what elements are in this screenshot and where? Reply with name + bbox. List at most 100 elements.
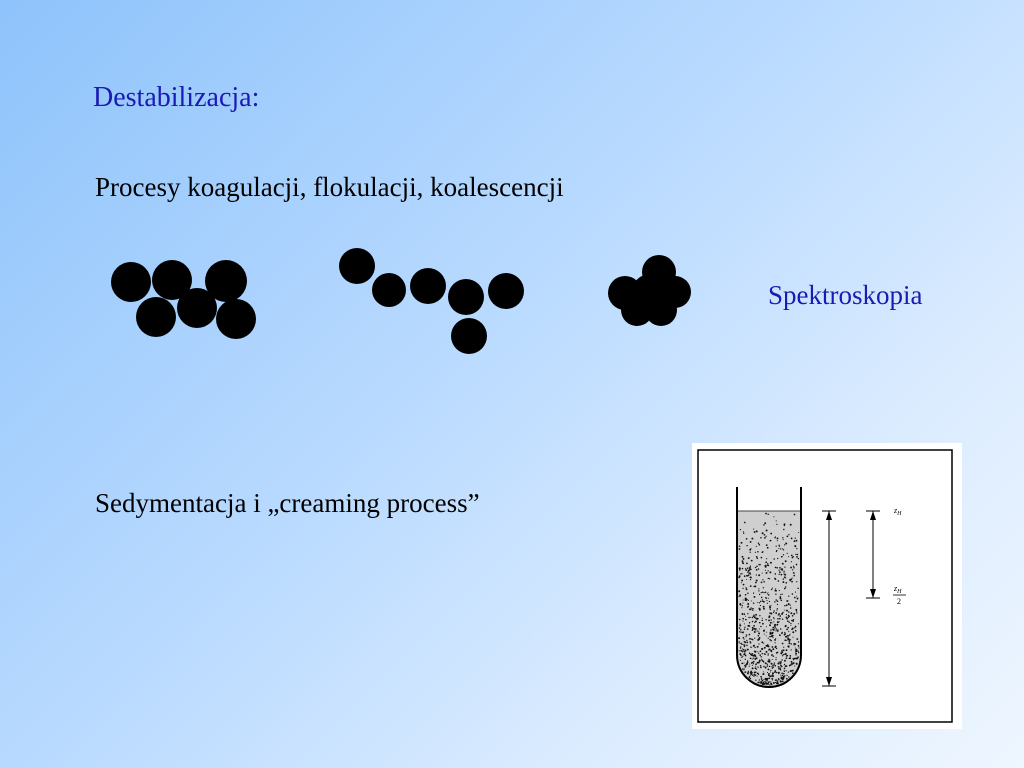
sediment-dot — [749, 677, 752, 680]
sediment-dot — [767, 564, 770, 567]
sediment-dot — [772, 664, 774, 667]
sediment-dot — [761, 652, 764, 655]
sediment-dot — [769, 675, 772, 678]
sediment-dot — [743, 645, 746, 648]
sediment-dot — [776, 623, 779, 626]
sediment-dot — [747, 602, 749, 604]
sediment-dot — [749, 551, 751, 553]
sediment-dot — [754, 585, 757, 588]
sediment-dot — [777, 614, 779, 616]
sediment-dot — [738, 637, 741, 640]
sediment-dot — [790, 663, 792, 665]
sediment-dot — [764, 537, 766, 539]
sediment-dot — [764, 569, 766, 571]
sediment-dot — [750, 573, 752, 576]
sediment-dot — [755, 657, 757, 659]
sediment-dot — [781, 568, 783, 570]
sediment-dot — [762, 605, 765, 608]
sediment-dot — [773, 627, 775, 629]
sediment-dot — [795, 654, 797, 656]
sediment-dot — [743, 664, 746, 666]
sediment-dot — [790, 649, 792, 651]
slide-title: Destabilizacja: — [93, 82, 260, 113]
sediment-dot — [772, 666, 774, 668]
sediment-dot — [777, 662, 780, 665]
sediment-dot — [782, 554, 785, 556]
sediment-dot — [772, 628, 775, 631]
sediment-dot — [789, 633, 791, 635]
sediment-dot — [792, 620, 794, 622]
sediment-particles — [738, 512, 800, 686]
sediment-dot — [753, 528, 755, 530]
sediment-dot — [797, 623, 799, 625]
sediment-dot — [792, 669, 794, 672]
sediment-dot — [763, 678, 765, 681]
sediment-dot — [743, 649, 744, 651]
sediment-dot — [759, 650, 762, 653]
sediment-dot — [792, 631, 795, 634]
sediment-dot — [742, 620, 744, 622]
sediment-dot — [763, 607, 765, 610]
sediment-dot — [764, 666, 767, 669]
sediment-dot — [781, 659, 783, 661]
sediment-dot — [780, 548, 782, 550]
sediment-dot — [763, 642, 765, 644]
sediment-dot — [754, 620, 757, 623]
sediment-dot — [754, 551, 756, 553]
sediment-dot — [770, 629, 772, 631]
sediment-dot — [794, 591, 797, 593]
sediment-dot — [747, 613, 749, 615]
sediment-dot — [765, 529, 768, 532]
sediment-dot — [744, 649, 747, 652]
sediment-dot — [791, 569, 794, 571]
sediment-dot — [759, 563, 761, 566]
sediment-dot — [785, 670, 787, 672]
sediment-dot — [779, 566, 781, 569]
sediment-dot — [772, 626, 775, 629]
sediment-dot — [794, 627, 796, 629]
sediment-dot — [779, 594, 781, 596]
sediment-dot — [741, 631, 744, 634]
sediment-dot — [753, 631, 756, 633]
particle — [632, 274, 668, 310]
sediment-dot — [781, 562, 784, 565]
sediment-dot — [766, 563, 769, 565]
sediment-dot — [763, 581, 765, 583]
sediment-dot — [783, 667, 786, 670]
sediment-dot — [796, 581, 798, 583]
sediment-dot — [795, 553, 797, 556]
sediment-dot — [739, 595, 741, 597]
sediment-dot — [775, 593, 777, 595]
sediment-dot — [775, 647, 778, 650]
sediment-dot — [752, 639, 754, 641]
sediment-dot — [755, 579, 758, 582]
sediment-dot — [770, 669, 772, 672]
sediment-dot — [748, 625, 751, 627]
sediment-dot — [766, 631, 768, 633]
sediment-dot — [758, 588, 760, 590]
sediment-dot — [776, 537, 779, 540]
sediment-dot — [796, 556, 798, 558]
sediment-dot — [743, 667, 745, 669]
sediment-dot — [747, 574, 750, 576]
sediment-dot — [759, 604, 762, 607]
sediment-dot — [775, 628, 778, 630]
sedimentation-figure: zH zH 2 — [692, 443, 962, 729]
sediment-dot — [740, 629, 742, 631]
sediment-dot — [741, 605, 744, 607]
sediment-dot — [771, 658, 773, 661]
sediment-dot — [798, 531, 800, 534]
sediment-dot — [765, 561, 768, 564]
particle — [448, 279, 484, 315]
sediment-dot — [754, 621, 756, 624]
sediment-dot — [773, 610, 775, 612]
sediment-dot — [755, 613, 758, 616]
sediment-dot — [792, 555, 794, 558]
sediment-dot — [774, 536, 777, 538]
sediment-dot — [779, 669, 781, 671]
sediment-dot — [790, 660, 793, 663]
sediment-dot — [782, 649, 785, 652]
sediment-dot — [745, 598, 748, 601]
sediment-dot — [745, 618, 747, 621]
sediment-dot — [745, 588, 748, 591]
